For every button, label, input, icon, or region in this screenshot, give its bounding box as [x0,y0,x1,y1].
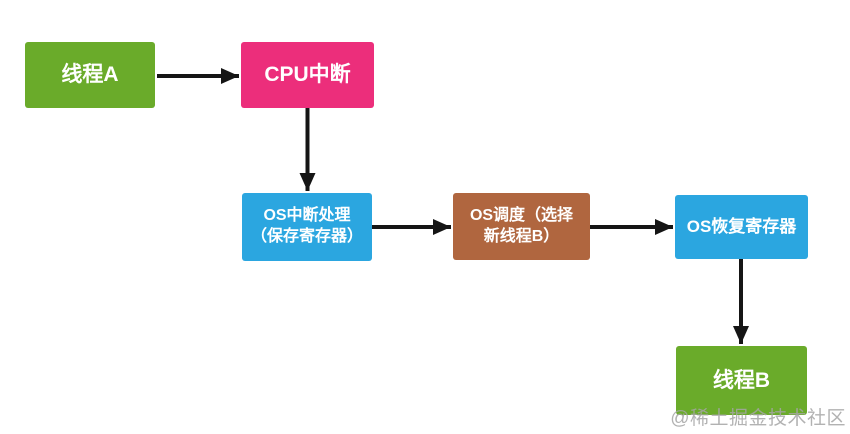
node-thread-b-label: 线程B [712,368,771,392]
watermark: @稀土掘金技术社区 [670,408,846,429]
node-thread-a: 线程A [25,42,155,108]
node-os-schedule: OS调度（选择 新线程B） [453,193,590,260]
node-os-interrupt-handler: OS中断处理 （保存寄存器） [242,193,372,261]
node-os-interrupt-handler-line1: OS中断处理 [263,207,351,225]
node-thread-a-label: 线程A [61,63,119,87]
node-thread-b: 线程B [676,346,807,415]
node-os-restore: OS恢复寄存器 [675,195,808,259]
node-os-schedule-line2: 新线程B） [483,227,560,245]
node-os-interrupt-handler-line2: （保存寄存器） [250,228,363,245]
node-os-restore-label: OS恢复寄存器 [686,216,797,236]
node-os-schedule-line1: OS调度（选择 [469,206,574,224]
node-cpu-interrupt: CPU中断 [241,42,374,108]
node-cpu-interrupt-label: CPU中断 [264,63,351,87]
